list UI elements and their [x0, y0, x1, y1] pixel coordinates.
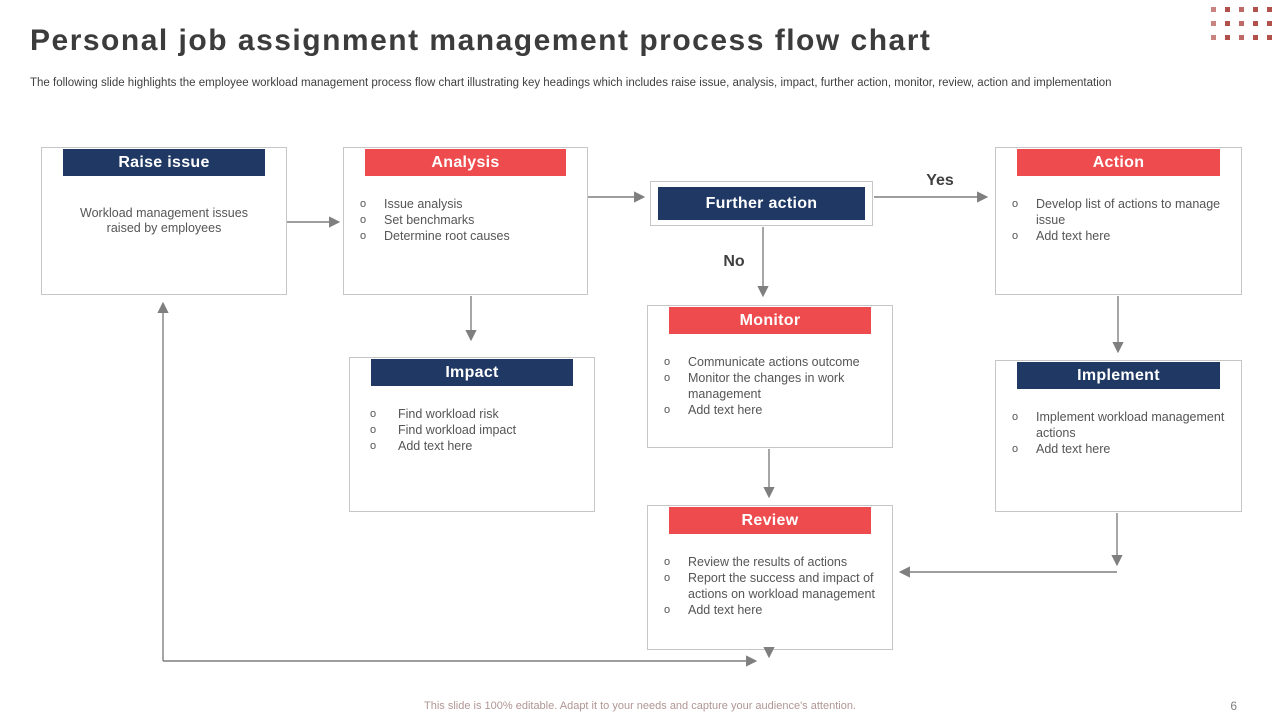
- impact-box: Impact Find workload risk Find workload …: [349, 357, 595, 512]
- analysis-header: Analysis: [365, 149, 566, 176]
- implement-bullet-list: Implement workload management actions Ad…: [996, 409, 1241, 457]
- bullet-item: Add text here: [996, 228, 1233, 244]
- decorative-dots-pattern: [1211, 7, 1280, 40]
- bullet-item: Develop list of actions to manage issue: [996, 196, 1233, 228]
- action-header: Action: [1017, 149, 1220, 176]
- bullet-item: Implement workload management actions: [996, 409, 1233, 441]
- implement-box: Implement Implement workload management …: [995, 360, 1242, 512]
- raise-issue-box: Raise issue Workload management issues r…: [41, 147, 287, 295]
- analysis-box: Analysis Issue analysis Set benchmarks D…: [343, 147, 588, 295]
- yes-edge-label: Yes: [926, 172, 954, 189]
- page-subtitle: The following slide highlights the emplo…: [30, 77, 1112, 89]
- impact-header: Impact: [371, 359, 573, 386]
- monitor-header: Monitor: [669, 307, 871, 334]
- bullet-item: Issue analysis: [344, 196, 579, 212]
- further-action-box: Further action: [650, 181, 873, 226]
- bullet-item: Determine root causes: [344, 228, 579, 244]
- implement-header: Implement: [1017, 362, 1220, 389]
- no-edge-label: No: [723, 253, 745, 270]
- further-action-label: Further action: [658, 187, 865, 220]
- bullet-item: Find workload impact: [350, 422, 586, 438]
- action-box: Action Develop list of actions to manage…: [995, 147, 1242, 295]
- monitor-box: Monitor Communicate actions outcome Moni…: [647, 305, 893, 448]
- bullet-item: Monitor the changes in work management: [648, 370, 884, 402]
- review-bullet-list: Review the results of actions Report the…: [648, 554, 892, 618]
- bullet-item: Add text here: [648, 402, 884, 418]
- bullet-item: Communicate actions outcome: [648, 354, 884, 370]
- analysis-bullet-list: Issue analysis Set benchmarks Determine …: [344, 196, 587, 244]
- bullet-item: Find workload risk: [350, 406, 586, 422]
- bullet-item: Set benchmarks: [344, 212, 579, 228]
- bullet-item: Add text here: [350, 438, 586, 454]
- action-bullet-list: Develop list of actions to manage issue …: [996, 196, 1241, 244]
- raise-issue-description: Workload management issues raised by emp…: [80, 206, 248, 235]
- review-box: Review Review the results of actions Rep…: [647, 505, 893, 650]
- review-header: Review: [669, 507, 871, 534]
- bullet-item: Add text here: [648, 602, 884, 618]
- bullet-item: Add text here: [996, 441, 1233, 457]
- bullet-item: Report the success and impact of actions…: [648, 570, 884, 602]
- editable-note: This slide is 100% editable. Adapt it to…: [424, 700, 856, 712]
- page-title: Personal job assignment management proce…: [30, 24, 932, 57]
- monitor-bullet-list: Communicate actions outcome Monitor the …: [648, 354, 892, 418]
- bullet-item: Review the results of actions: [648, 554, 884, 570]
- raise-issue-header: Raise issue: [63, 149, 265, 176]
- page-number: 6: [1230, 699, 1237, 713]
- impact-bullet-list: Find workload risk Find workload impact …: [350, 406, 594, 454]
